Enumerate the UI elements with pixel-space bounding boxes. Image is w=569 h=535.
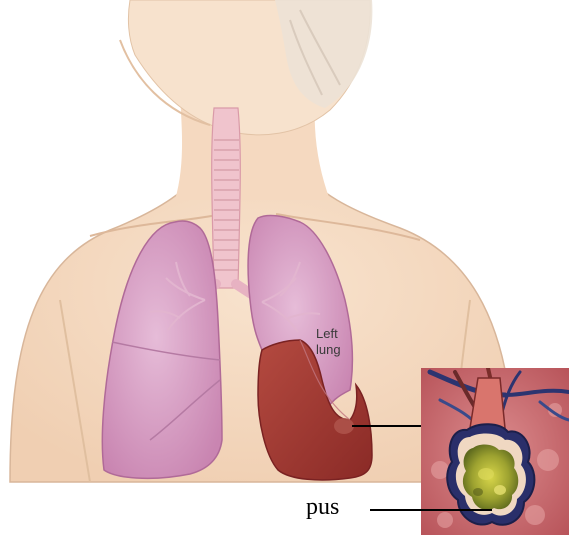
left-lung-label-line2: lung [316, 342, 341, 357]
pus-label-text: pus [306, 494, 339, 520]
left-lung-label: Left lung [316, 326, 341, 357]
left-lung-label-line1: Left [316, 326, 338, 341]
